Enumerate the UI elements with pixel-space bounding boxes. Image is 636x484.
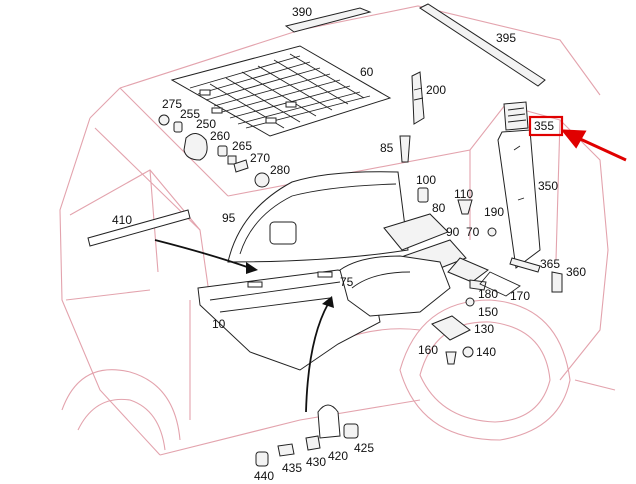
label-180[interactable]: 180 — [478, 287, 498, 301]
label-10[interactable]: 10 — [212, 317, 226, 331]
cap-280 — [254, 172, 270, 188]
spacer-255 — [173, 121, 183, 133]
sill-strip-410 — [87, 209, 191, 247]
highlight-arrow-head — [560, 129, 587, 149]
label-265[interactable]: 265 — [232, 139, 252, 153]
label-150[interactable]: 150 — [478, 305, 498, 319]
label-430[interactable]: 430 — [306, 455, 326, 469]
arrow-head-410 — [246, 262, 258, 274]
pillar-trim-350 — [497, 129, 541, 269]
cap-140 — [462, 346, 474, 358]
floor-panel-10 — [197, 269, 381, 371]
cover-plate-130 — [431, 315, 471, 341]
label-130[interactable]: 130 — [474, 322, 494, 336]
label-420[interactable]: 420 — [328, 449, 348, 463]
label-95[interactable]: 95 — [222, 211, 236, 225]
clip-180 — [469, 279, 487, 291]
label-395[interactable]: 395 — [496, 31, 516, 45]
label-350[interactable]: 350 — [538, 179, 558, 193]
label-410[interactable]: 410 — [112, 213, 132, 227]
screw-110 — [457, 199, 473, 215]
label-190[interactable]: 190 — [484, 205, 504, 219]
ring-250 — [183, 133, 208, 161]
label-250[interactable]: 250 — [196, 117, 216, 131]
bolt-270 — [233, 159, 249, 173]
roof-rail-395 — [419, 3, 546, 87]
nut-265 — [227, 155, 237, 165]
spacer-440 — [255, 451, 269, 467]
bushing-425 — [343, 423, 359, 439]
highlight-arrow — [577, 136, 627, 162]
label-275[interactable]: 275 — [162, 97, 182, 111]
label-90[interactable]: 90 — [446, 225, 460, 239]
label-435[interactable]: 435 — [282, 461, 302, 475]
clip-190 — [487, 227, 497, 237]
highlight-callout — [528, 115, 627, 162]
parts-art — [87, 3, 563, 467]
label-60[interactable]: 60 — [360, 65, 374, 79]
label-355[interactable]: 355 — [534, 119, 554, 133]
label-360[interactable]: 360 — [566, 265, 586, 279]
bracket-200 — [411, 71, 425, 125]
vehicle-body-outline — [59, 5, 616, 456]
tie-down-ring-420 — [317, 404, 341, 439]
screw-85 — [399, 135, 411, 163]
clip-160 — [445, 351, 457, 365]
clip-360 — [551, 271, 563, 293]
label-440[interactable]: 440 — [254, 469, 274, 483]
vent-355 — [503, 101, 529, 131]
label-75[interactable]: 75 — [340, 275, 354, 289]
label-365[interactable]: 365 — [540, 257, 560, 271]
label-255[interactable]: 255 — [180, 107, 200, 121]
label-390[interactable]: 390 — [292, 5, 312, 19]
label-280[interactable]: 280 — [270, 163, 290, 177]
nut-430 — [305, 435, 321, 451]
strip-365 — [509, 257, 541, 273]
washer-275 — [158, 114, 170, 126]
label-170[interactable]: 170 — [510, 289, 530, 303]
label-110[interactable]: 110 — [454, 187, 473, 201]
highlight-box-355 — [528, 115, 564, 137]
label-260[interactable]: 260 — [210, 129, 230, 143]
label-425[interactable]: 425 — [354, 441, 374, 455]
label-80[interactable]: 80 — [432, 201, 446, 215]
wheelhouse-trim-95 — [227, 171, 409, 263]
label-85[interactable]: 85 — [380, 141, 394, 155]
label-140[interactable]: 140 — [476, 345, 496, 359]
label-70[interactable]: 70 — [466, 225, 480, 239]
label-200[interactable]: 200 — [426, 83, 446, 97]
bolt-435 — [277, 443, 295, 457]
wheelhouse-inner-75 — [339, 255, 451, 317]
arrow-410-to-floor — [154, 239, 251, 269]
arrow-ring-to-floor — [305, 303, 329, 413]
arrow-head-ring — [322, 296, 334, 308]
label-270[interactable]: 270 — [250, 151, 270, 165]
label-160[interactable]: 160 — [418, 343, 438, 357]
spacer-100 — [417, 187, 429, 203]
assembly-arrows — [154, 239, 334, 413]
headliner-60 — [170, 45, 392, 137]
bracket-170 — [479, 271, 521, 297]
roof-strip-390 — [284, 7, 372, 33]
part-labels: 390 395 60 200 275 255 250 260 265 270 2… — [112, 5, 586, 483]
bushing-260 — [217, 145, 228, 157]
label-100[interactable]: 100 — [416, 173, 436, 187]
panel-80 — [383, 213, 449, 251]
washer-150 — [465, 297, 475, 307]
